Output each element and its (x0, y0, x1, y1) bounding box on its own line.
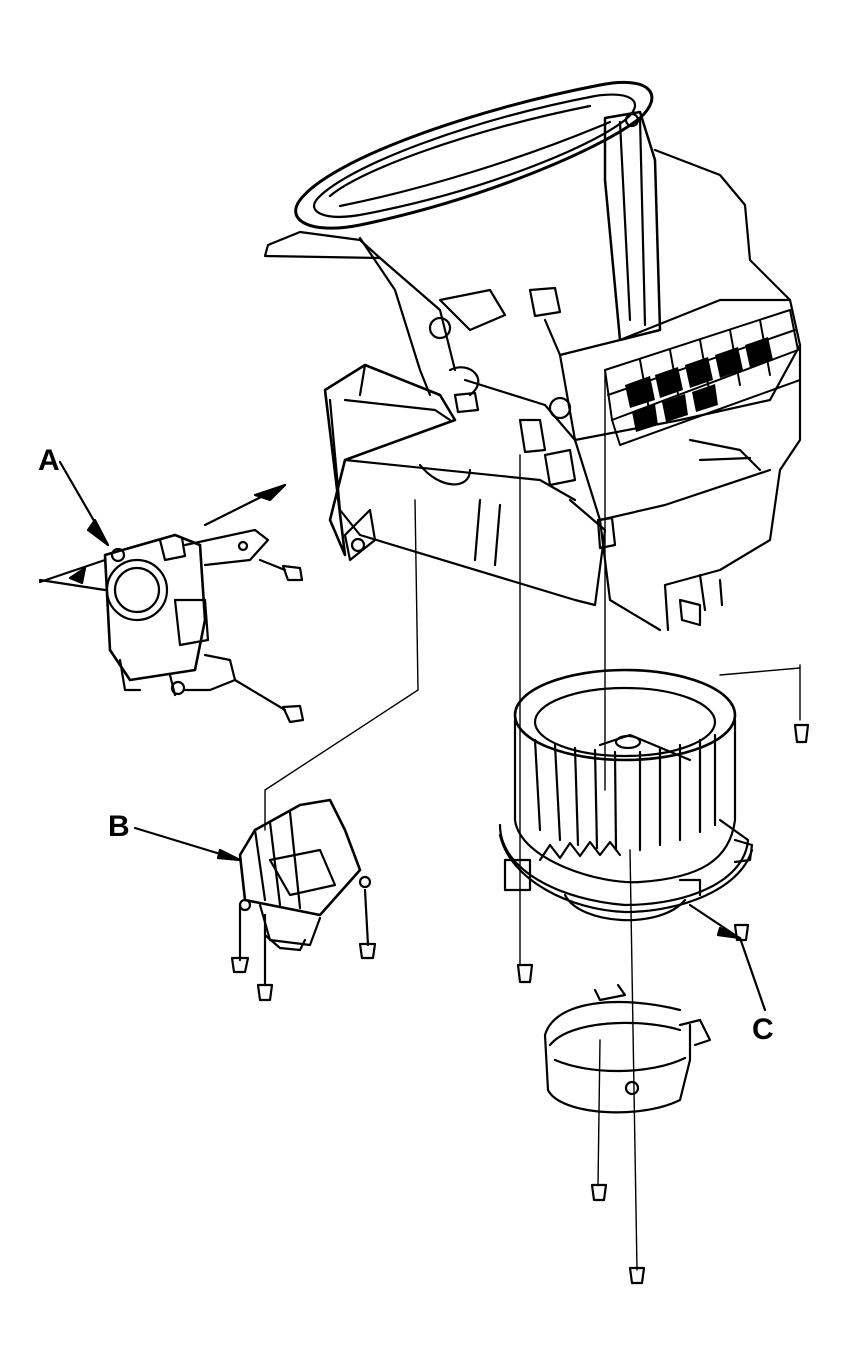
callout-label-c: C (752, 1013, 774, 1046)
blower-lower-cover (543, 983, 712, 1114)
callout-label-a: A (38, 444, 60, 477)
blower-motor-resistor-part-b (133, 798, 377, 1002)
blower-housing (263, 80, 802, 632)
callout-label-b: B (108, 810, 130, 843)
installation-arrows (38, 460, 287, 592)
mode-door-actuator-part-a (103, 528, 305, 724)
mounting-screws (516, 723, 810, 1285)
alignment-lines (264, 369, 801, 1271)
blower-motor-part-c (498, 668, 767, 1012)
